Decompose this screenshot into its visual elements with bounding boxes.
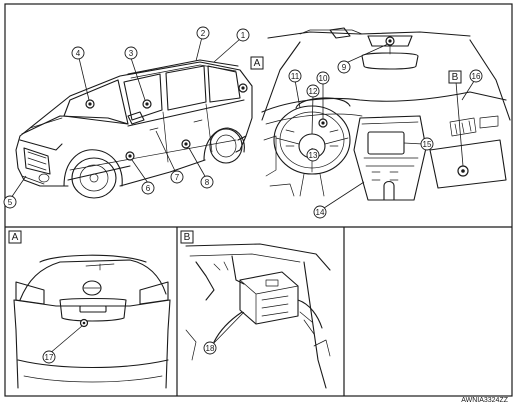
suv-exterior-drawing	[15, 59, 253, 199]
callout-13: 13	[306, 148, 320, 162]
callout-11: 11	[288, 69, 302, 83]
callout-12: 12	[306, 84, 320, 98]
cabin-interior-drawing	[261, 27, 511, 201]
callout-4: 4	[71, 46, 85, 60]
callout-3: 3	[124, 46, 138, 60]
svg-text:13: 13	[309, 151, 318, 160]
svg-text:15: 15	[423, 140, 432, 149]
svg-text:12: 12	[309, 87, 318, 96]
box-label-b-text: B	[452, 72, 459, 83]
svg-text:6: 6	[146, 184, 151, 193]
svg-text:18: 18	[206, 344, 215, 353]
callout-7: 7	[170, 170, 184, 184]
box-label-b-cabin: B	[448, 70, 462, 84]
svg-text:3: 3	[129, 49, 134, 58]
callout-18: 18	[203, 341, 217, 355]
svg-text:11: 11	[291, 72, 300, 81]
panel-b-control-unit-drawing	[185, 243, 331, 389]
svg-text:2: 2	[201, 29, 206, 38]
callout-5: 5	[3, 195, 17, 209]
box-label-a-text: A	[254, 58, 261, 69]
panel-a-label: A	[8, 230, 22, 244]
svg-text:4: 4	[76, 49, 81, 58]
callout-1: 1	[236, 28, 250, 42]
callout-6: 6	[141, 181, 155, 195]
callout-15: 15	[420, 137, 434, 151]
svg-text:8: 8	[205, 178, 210, 187]
svg-text:10: 10	[319, 74, 328, 83]
callout-10: 10	[316, 71, 330, 85]
figure-reference: AWNIA3324ZZ	[461, 397, 509, 404]
box-label-a-car: A	[250, 56, 264, 70]
callout-16: 16	[469, 69, 483, 83]
callout-8: 8	[200, 175, 214, 189]
leader-lines	[10, 36, 477, 355]
panel-a-label-text: A	[12, 232, 19, 243]
callout-17: 17	[42, 350, 56, 364]
svg-text:9: 9	[342, 63, 347, 72]
svg-text:5: 5	[8, 198, 13, 207]
panel-a-tailgate-drawing	[13, 254, 171, 389]
svg-text:1: 1	[241, 31, 246, 40]
panel-b-label-text: B	[184, 232, 191, 243]
svg-text:7: 7	[175, 173, 180, 182]
callout-2: 2	[196, 26, 210, 40]
callout-9: 9	[337, 60, 351, 74]
svg-text:17: 17	[45, 353, 54, 362]
callout-14: 14	[313, 205, 327, 219]
svg-text:16: 16	[472, 72, 481, 81]
svg-text:14: 14	[316, 208, 325, 217]
panel-b-label: B	[180, 230, 194, 244]
